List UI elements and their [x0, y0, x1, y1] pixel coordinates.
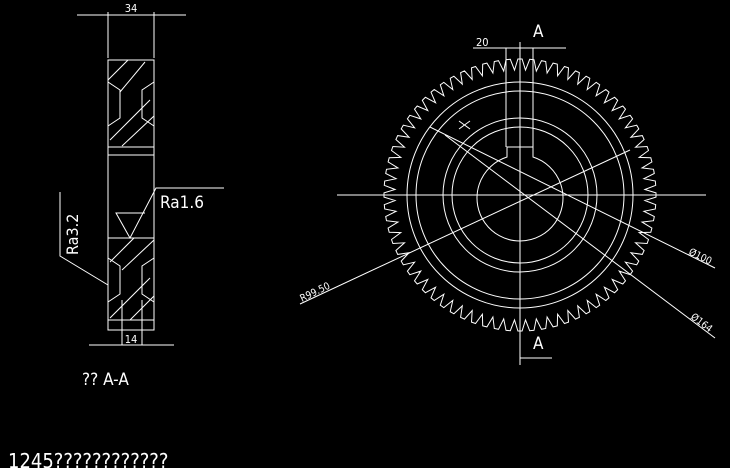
section-outline	[107, 59, 155, 331]
roughness-symbol-1	[115, 187, 224, 240]
roughness-ra32: Ra3.2	[63, 214, 82, 255]
hub-inner-circle	[451, 126, 589, 264]
web-profile	[141, 81, 155, 127]
hub-circle	[442, 117, 598, 273]
dim-34: 34	[125, 2, 138, 15]
web-profile	[107, 81, 121, 127]
gear-teeth	[383, 58, 657, 332]
dim-14: 14	[125, 333, 138, 346]
web-profile	[141, 257, 155, 303]
radius-leader	[299, 149, 631, 305]
bore-with-keyway	[476, 146, 564, 242]
dim-dia164: Ø164	[688, 311, 715, 335]
gear-view: 20 A A R99.50 Ø100 Ø164	[298, 22, 716, 365]
dia100-leader	[429, 126, 716, 269]
section-mark-top: A	[533, 22, 544, 42]
section-title: ?? A-A	[82, 370, 129, 390]
rim-circle	[415, 90, 625, 300]
dim-dia100: Ø100	[687, 246, 714, 268]
roughness-leader-2	[59, 192, 109, 286]
footer-text: 1245????????????	[8, 449, 168, 468]
dim-r9950: R99.50	[298, 281, 332, 305]
section-mark-bottom: A	[533, 334, 544, 354]
cross-mark	[458, 120, 471, 130]
web-profile	[107, 257, 121, 303]
hatching	[107, 59, 155, 321]
roughness-ra16: Ra1.6	[160, 193, 204, 213]
section-view: 34 14 Ra1.6 Ra3.2 ?? A-A	[59, 2, 224, 390]
dim-20: 20	[476, 36, 489, 49]
dia164-leader	[444, 134, 716, 339]
pitch-circle	[406, 81, 634, 309]
